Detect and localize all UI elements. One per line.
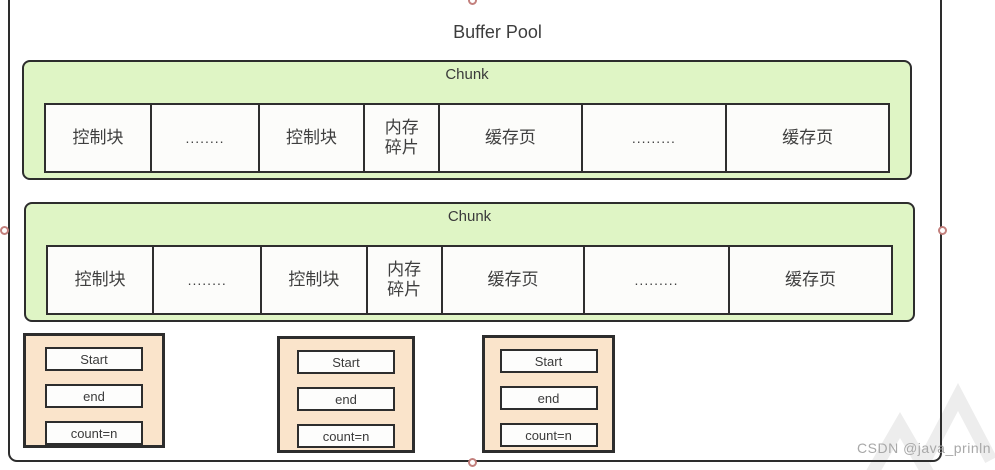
pointer-row-start[interactable]: Start <box>45 347 143 371</box>
chunk-cell-cache-page[interactable]: 缓存页 <box>438 103 583 173</box>
connection-handle-right[interactable] <box>938 226 947 235</box>
pointer-row-count[interactable]: count=n <box>45 421 143 445</box>
chunk-cell-cache-page[interactable]: 缓存页 <box>725 103 890 173</box>
chunk-cell-control-block[interactable]: 控制块 <box>257 103 366 173</box>
chunk-label: Chunk <box>447 208 492 225</box>
chunk-box-2[interactable]: Chunk 控制块 ........ 控制块 内存 碎片 缓存页 .......… <box>24 202 915 322</box>
watermark-text: CSDN @java_prinln <box>857 440 991 456</box>
connection-handle-bottom[interactable] <box>468 458 477 467</box>
chunk-label: Chunk <box>445 66 489 83</box>
pointer-box-3[interactable]: Start end count=n <box>482 335 615 453</box>
chunk-cell-ellipsis[interactable]: ......... <box>580 103 728 173</box>
buffer-pool-title: Buffer Pool <box>453 22 542 42</box>
chunk-row: 控制块 ........ 控制块 内存 碎片 缓存页 ......... 缓存页 <box>44 103 902 173</box>
chunk-cell-control-block[interactable]: 控制块 <box>44 103 153 173</box>
chunk-box-1[interactable]: Chunk 控制块 ........ 控制块 内存 碎片 缓存页 .......… <box>22 60 912 180</box>
pointer-row-count[interactable]: count=n <box>297 424 395 448</box>
pointer-row-start[interactable]: Start <box>499 349 598 373</box>
chunk-cell-control-block[interactable]: 控制块 <box>46 245 155 315</box>
connection-handle-top[interactable] <box>468 0 477 5</box>
pointer-row-count[interactable]: count=n <box>499 423 598 447</box>
chunk-cell-cache-page[interactable]: 缓存页 <box>440 245 586 315</box>
pointer-box-2[interactable]: Start end count=n <box>277 336 415 453</box>
pointer-row-end[interactable]: end <box>499 386 598 410</box>
chunk-cell-ellipsis[interactable]: ........ <box>150 103 260 173</box>
chunk-row: 控制块 ........ 控制块 内存 碎片 缓存页 ......... 缓存页 <box>46 245 905 315</box>
chunk-cell-ellipsis[interactable]: ........ <box>152 245 263 315</box>
chunk-cell-control-block[interactable]: 控制块 <box>260 245 368 315</box>
csdn-watermark-logo <box>866 382 995 470</box>
chunk-cell-memory-fragment[interactable]: 内存 碎片 <box>363 103 441 173</box>
chunk-cell-cache-page[interactable]: 缓存页 <box>728 245 893 315</box>
pointer-row-start[interactable]: Start <box>297 350 395 374</box>
pointer-row-end[interactable]: end <box>45 384 143 408</box>
connection-handle-left[interactable] <box>0 226 9 235</box>
pointer-box-1[interactable]: Start end count=n <box>23 333 165 448</box>
chunk-cell-memory-fragment[interactable]: 内存 碎片 <box>365 245 443 315</box>
pointer-row-end[interactable]: end <box>297 387 395 411</box>
chunk-cell-ellipsis[interactable]: ......... <box>583 245 730 315</box>
